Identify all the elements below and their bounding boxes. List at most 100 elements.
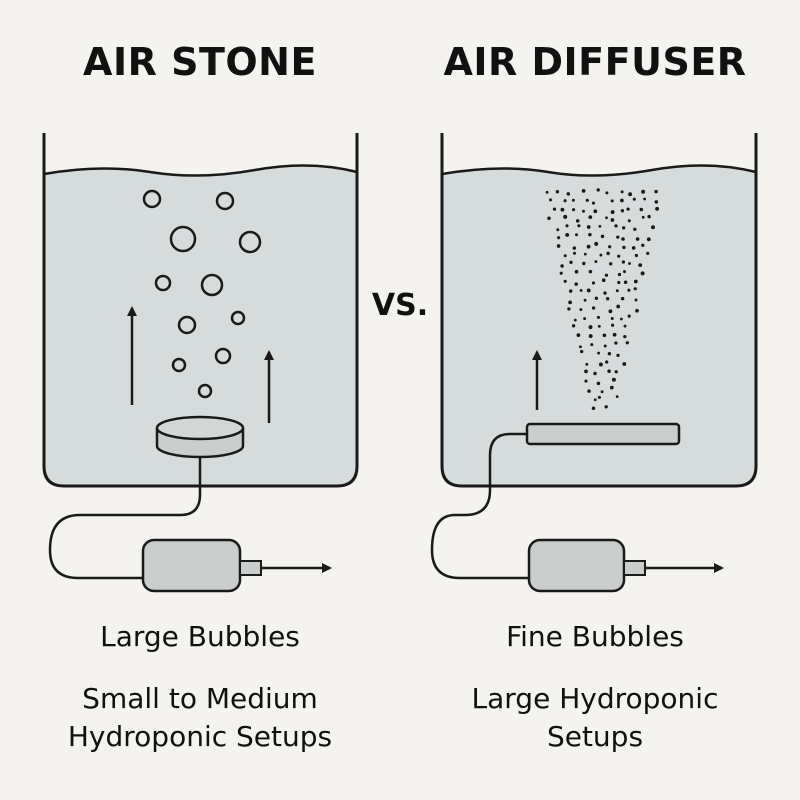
fine-bubble <box>641 189 646 194</box>
fine-bubble <box>639 207 644 212</box>
fine-bubble <box>619 317 623 321</box>
bubble <box>142 189 162 209</box>
fine-bubble <box>634 253 639 258</box>
bubble <box>169 225 197 253</box>
fine-bubble <box>609 385 614 390</box>
fine-bubble <box>605 360 609 364</box>
fine-bubble <box>572 246 577 250</box>
fine-bubble <box>633 279 638 284</box>
fine-bubble <box>575 219 580 223</box>
fine-bubble <box>597 351 601 355</box>
air-diffuser-bubble-label: Fine Bubbles <box>506 620 684 653</box>
fine-bubble <box>625 341 629 345</box>
fine-bubble <box>640 271 645 276</box>
fine-bubble <box>565 232 570 237</box>
fine-bubble <box>610 210 615 215</box>
fine-bubble <box>607 369 611 373</box>
fine-bubble <box>547 216 551 221</box>
bubble <box>238 230 262 254</box>
fine-bubble <box>593 371 597 376</box>
bubble <box>154 274 172 292</box>
fine-bubble <box>623 334 627 339</box>
fine-bubble <box>578 345 582 349</box>
fine-bubble <box>620 296 625 301</box>
air-diffuser-title: AIR DIFFUSER <box>443 40 747 84</box>
fine-bubble <box>611 323 615 327</box>
fine-bubble <box>568 300 572 305</box>
fine-bubble <box>655 206 660 211</box>
fine-bubble <box>597 395 601 399</box>
fine-bubble <box>563 199 567 203</box>
fine-bubble <box>582 261 586 266</box>
fine-bubble <box>612 332 617 337</box>
fine-bubble <box>583 317 587 321</box>
tank-right-outline <box>440 133 758 488</box>
fine-bubble <box>620 198 624 203</box>
fine-bubble <box>568 289 573 293</box>
fine-bubble <box>581 189 586 193</box>
fine-bubble <box>572 251 577 255</box>
fine-bubble <box>594 260 598 264</box>
fine-bubble <box>622 226 626 230</box>
air-diffuser-icon <box>525 422 681 446</box>
fine-bubble <box>623 324 627 328</box>
fine-bubble <box>621 260 626 264</box>
fine-bubble <box>600 390 604 394</box>
fine-bubble <box>563 254 567 258</box>
setup-label-line: Setups <box>546 720 644 753</box>
fine-bubble <box>628 262 631 265</box>
setup-label-line: Large Hydroponic <box>471 682 719 715</box>
fine-bubble <box>559 271 563 275</box>
fine-bubble <box>605 296 610 301</box>
fine-bubble <box>617 254 621 258</box>
fine-bubble <box>600 234 605 239</box>
air-tube-left <box>48 466 202 580</box>
fine-bubble <box>606 251 610 256</box>
fine-bubble <box>599 253 603 257</box>
fine-bubble <box>627 314 631 318</box>
fine-bubble <box>574 269 579 274</box>
fine-bubble <box>646 237 651 242</box>
fine-bubble <box>622 245 626 250</box>
bubble <box>230 310 246 326</box>
fine-bubble <box>577 224 581 228</box>
fine-bubble <box>633 287 637 291</box>
fine-bubble <box>623 270 626 274</box>
fine-bubble <box>567 307 571 311</box>
fine-bubble <box>627 219 631 223</box>
fine-bubbles <box>545 188 660 411</box>
fine-bubble <box>588 334 593 339</box>
fine-bubble <box>614 341 618 345</box>
air-pump-left-icon <box>141 538 332 593</box>
fine-bubble <box>610 218 615 222</box>
fine-bubble <box>623 280 628 285</box>
fine-bubble <box>571 198 575 202</box>
fine-bubble <box>603 344 607 348</box>
fine-bubble <box>635 237 640 241</box>
fine-bubble <box>572 208 576 212</box>
fine-bubble <box>586 244 591 249</box>
fine-bubble <box>598 362 603 367</box>
fine-bubble <box>594 296 599 300</box>
fine-bubble <box>585 198 589 202</box>
fine-bubble <box>596 381 601 386</box>
fine-bubble <box>602 333 607 338</box>
fine-bubble <box>591 281 596 285</box>
setup-label-line: Hydroponic Setups <box>67 720 333 753</box>
fine-bubble <box>579 288 583 292</box>
tank-right-waterline <box>441 164 757 177</box>
fine-bubble <box>638 263 643 268</box>
air-stone-icon <box>155 415 245 466</box>
fine-bubble <box>591 306 596 310</box>
fine-bubble <box>631 246 636 250</box>
fine-bubble <box>588 215 593 219</box>
fine-bubble <box>591 201 596 205</box>
fine-bubble <box>627 288 631 292</box>
fine-bubble <box>584 369 588 374</box>
fine-bubble <box>632 197 636 201</box>
fine-bubble <box>556 244 561 248</box>
fine-bubble <box>615 395 619 399</box>
air-tube-right <box>430 432 530 580</box>
fine-bubble <box>608 262 613 266</box>
